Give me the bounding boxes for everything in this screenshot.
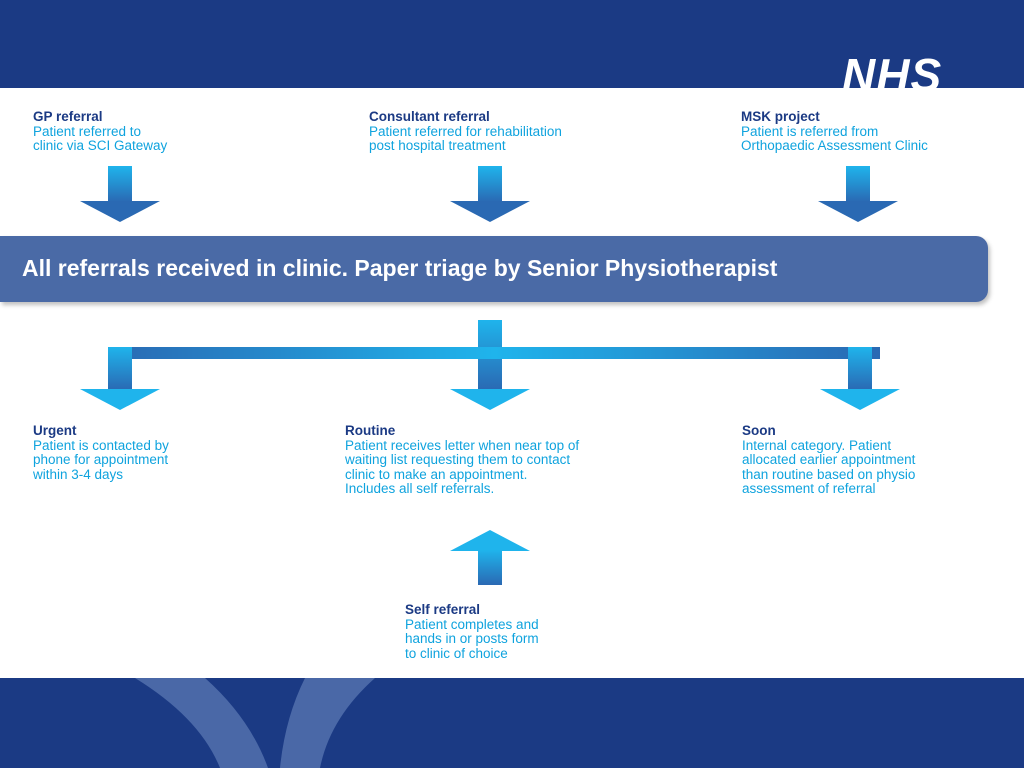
self-referral-title: Self referral bbox=[405, 602, 481, 617]
consultant-referral-line: post hospital treatment bbox=[369, 138, 506, 154]
self-referral-block: Self referral Patient completes and hand… bbox=[405, 602, 539, 661]
routine-line: waiting list requesting them to contact bbox=[345, 452, 571, 468]
soon-line: allocated earlier appointment bbox=[742, 452, 916, 468]
self-referral-line: to clinic of choice bbox=[405, 645, 508, 661]
routine-block: Routine Patient receives letter when nea… bbox=[345, 423, 580, 497]
routine-line: Includes all self referrals. bbox=[345, 481, 495, 497]
self-referral-line: hands in or posts form bbox=[405, 631, 539, 647]
gp-referral-line: clinic via SCI Gateway bbox=[33, 138, 168, 154]
down-arrow-urgent-icon bbox=[80, 389, 160, 410]
urgent-line: phone for appointment bbox=[33, 452, 169, 468]
urgent-title: Urgent bbox=[33, 423, 77, 438]
down-arrow-consultant-icon bbox=[450, 166, 530, 222]
triage-banner-text: All referrals received in clinic. Paper … bbox=[22, 255, 778, 281]
soon-title: Soon bbox=[742, 423, 776, 438]
triage-banner: All referrals received in clinic. Paper … bbox=[0, 236, 988, 302]
routine-line: clinic to make an appointment. bbox=[345, 466, 528, 482]
header-band bbox=[0, 0, 1024, 88]
urgent-line: within 3-4 days bbox=[33, 466, 124, 482]
msk-project-title: MSK project bbox=[741, 109, 820, 124]
urgent-line: Patient is contacted by bbox=[33, 437, 169, 453]
msk-project-block: MSK project Patient is referred from Ort… bbox=[741, 109, 928, 154]
up-arrow-self-referral-icon bbox=[450, 530, 530, 585]
gp-referral-block: GP referral Patient referred to clinic v… bbox=[33, 109, 168, 154]
down-arrow-msk-icon bbox=[818, 166, 898, 222]
down-arrow-gp-icon bbox=[80, 166, 160, 222]
down-arrow-routine-icon bbox=[450, 389, 530, 410]
gp-referral-line: Patient referred to bbox=[33, 123, 142, 139]
footer-band bbox=[0, 678, 1024, 768]
consultant-referral-line: Patient referred for rehabilitation bbox=[369, 123, 562, 139]
routine-line: Patient receives letter when near top of bbox=[345, 437, 580, 453]
routine-title: Routine bbox=[345, 423, 396, 438]
urgent-block: Urgent Patient is contacted by phone for… bbox=[33, 423, 169, 482]
decorative-swoosh-icon bbox=[135, 678, 375, 768]
gp-referral-title: GP referral bbox=[33, 109, 103, 124]
msk-project-line: Patient is referred from bbox=[741, 123, 879, 139]
down-arrow-soon-icon bbox=[820, 389, 900, 410]
soon-line: assessment of referral bbox=[742, 481, 876, 497]
consultant-referral-block: Consultant referral Patient referred for… bbox=[369, 109, 562, 154]
soon-line: Internal category. Patient bbox=[742, 437, 892, 453]
msk-project-line: Orthopaedic Assessment Clinic bbox=[741, 138, 928, 154]
consultant-referral-title: Consultant referral bbox=[369, 109, 490, 124]
self-referral-line: Patient completes and bbox=[405, 616, 539, 632]
soon-block: Soon Internal category. Patient allocate… bbox=[742, 423, 916, 497]
soon-line: than routine based on physio bbox=[742, 466, 916, 482]
distribution-connector bbox=[108, 320, 880, 390]
